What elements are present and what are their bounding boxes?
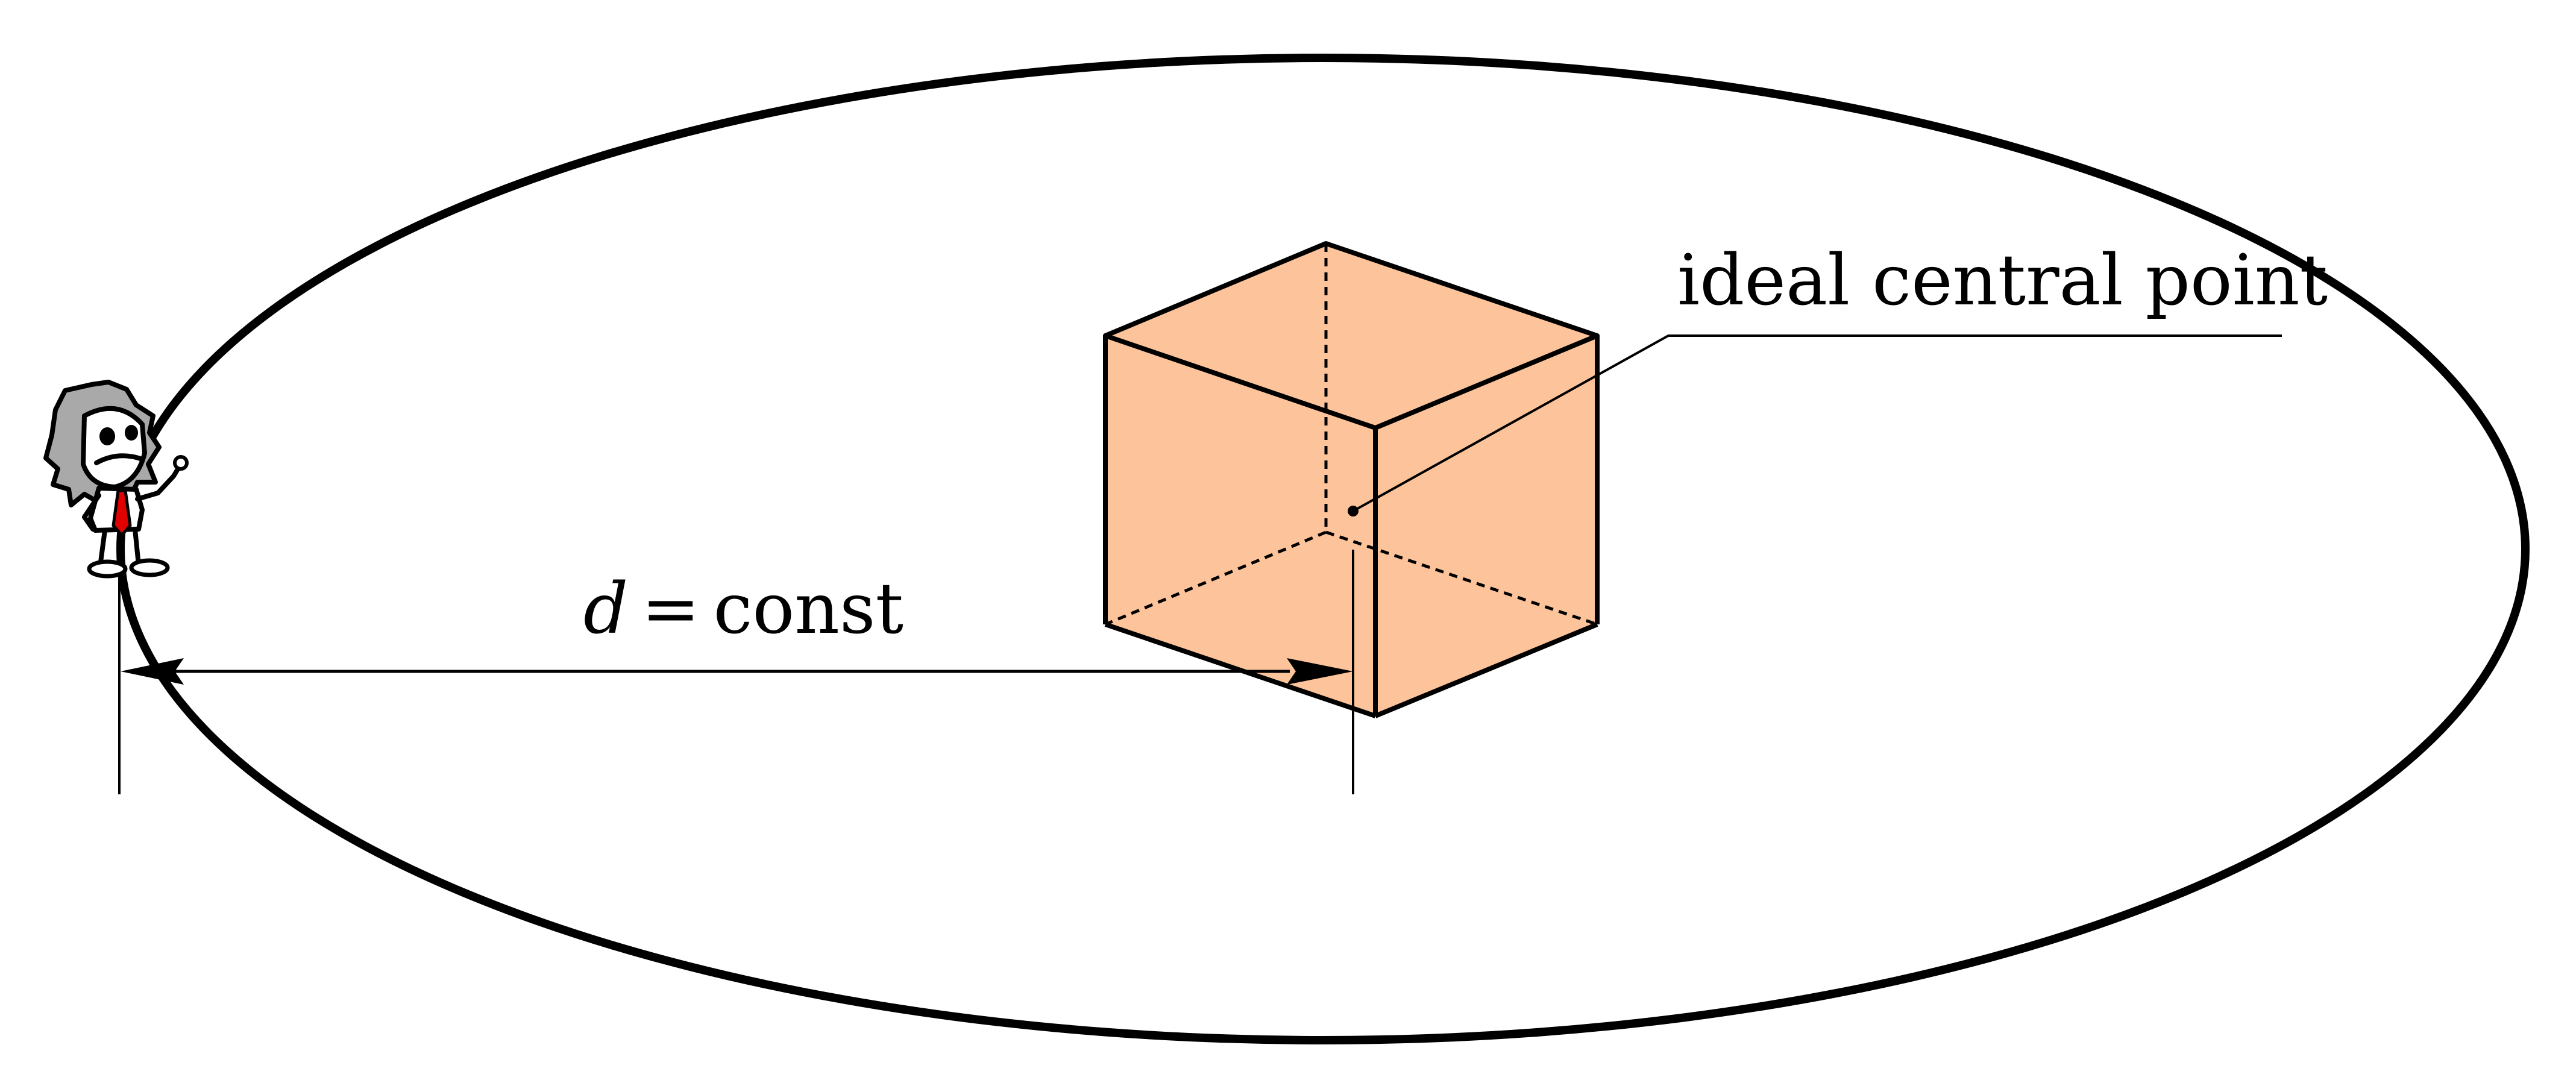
cube xyxy=(1103,241,1600,718)
observer-eye-right xyxy=(125,425,138,441)
observer-face xyxy=(81,406,147,489)
observer-mustache xyxy=(94,453,145,465)
dimension-arrow-left xyxy=(121,658,184,685)
distance-value: const xyxy=(713,568,903,650)
distance-label: d=const xyxy=(583,568,903,650)
cube-right-face xyxy=(1375,336,1597,716)
cube-hidden-edges xyxy=(1105,243,1598,626)
observer-tie xyxy=(112,489,132,537)
distance-equals: = xyxy=(641,568,700,650)
cube-top-face xyxy=(1105,243,1597,428)
orbit-ellipse xyxy=(116,54,2530,1044)
cartoon-scientist-icon xyxy=(43,380,189,579)
cube-left-face xyxy=(1105,336,1375,716)
central-point-label: ideal central point xyxy=(1677,240,2328,321)
dimension-arrow-right xyxy=(1287,658,1353,685)
central-point-leader xyxy=(1352,334,2282,512)
cube-visible-edges xyxy=(1103,241,1600,718)
distance-symbol: d xyxy=(583,568,628,650)
observer-arm-left xyxy=(82,493,101,532)
distance-dimension: d=const xyxy=(118,550,1354,794)
observer-arm-right xyxy=(135,462,183,501)
observer-hand-right xyxy=(173,455,189,471)
observer-shoe-left xyxy=(87,559,128,579)
observer-eye-left xyxy=(99,427,115,445)
observer-shoe-right xyxy=(129,558,170,577)
